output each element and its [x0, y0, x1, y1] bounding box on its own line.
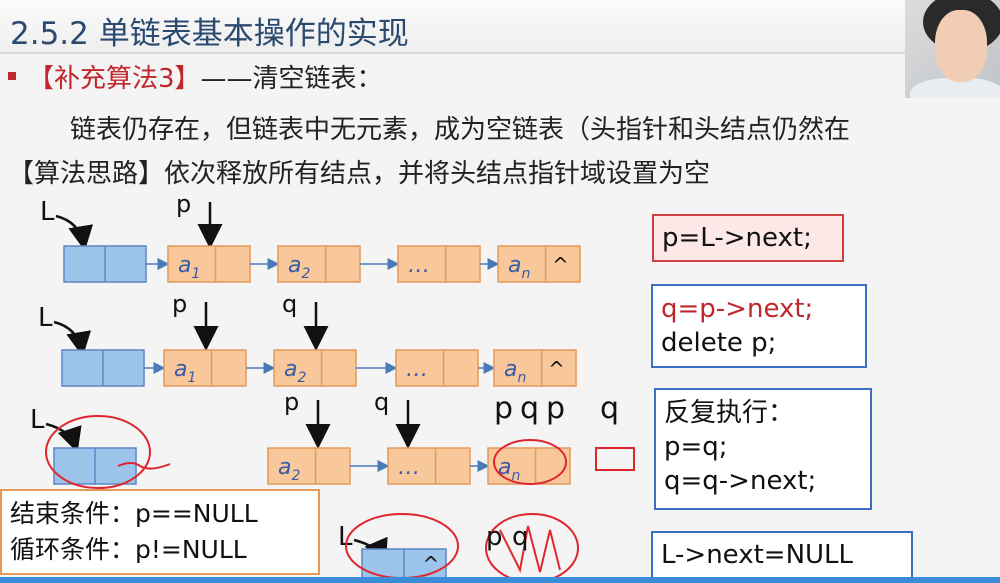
code-repeat-line1: p=q;	[664, 432, 728, 462]
data-node	[273, 349, 357, 387]
head-pointer-arrow-3	[45, 422, 82, 453]
data-node-label: …	[406, 357, 428, 382]
loop-condition-label: 循环条件：	[10, 535, 136, 564]
description-line: 链表仍存在，但链表中无元素，成为空链表（头指针和头结点仍然在	[70, 115, 851, 145]
head-pointer-label: L	[40, 197, 55, 227]
head-pointer-label: L	[38, 303, 53, 333]
null-mark: ^	[548, 357, 565, 381]
pointer-label: p	[176, 190, 191, 218]
data-node-subscript: 1	[191, 266, 200, 282]
data-node-subscript: 1	[187, 370, 196, 386]
code-delete-line1: q=p->next;	[661, 294, 814, 324]
code-box-final: L->next=NULL	[651, 531, 913, 579]
data-node	[497, 245, 581, 283]
end-condition: 结束条件：p==NULL	[10, 497, 258, 531]
data-node	[395, 349, 479, 387]
annotation-circle-head	[45, 415, 151, 489]
loop-condition-value: p!=NULL	[135, 535, 247, 564]
handwritten-pointer-label: q	[520, 391, 539, 426]
handwritten-pointer-label: q	[600, 391, 619, 426]
pointer-label: q	[374, 388, 389, 416]
end-condition-value: p==NULL	[135, 499, 258, 528]
null-mark: ^	[552, 253, 569, 277]
data-node	[167, 245, 251, 283]
annotation-box	[595, 447, 635, 471]
data-node-subscript: 2	[291, 468, 300, 484]
heading-line: 【补充算法3】——清空链表：	[28, 58, 383, 95]
head-null-mark: ^	[422, 552, 439, 576]
webcam-presenter-image	[905, 0, 1000, 98]
bullet-square-icon	[8, 72, 16, 80]
webcam-shoulder	[910, 78, 1000, 98]
heading-bracket-label: 【补充算法3】	[28, 64, 201, 94]
pointer-label: p	[284, 388, 299, 416]
data-node	[163, 349, 247, 387]
data-node	[493, 349, 577, 387]
data-node-subscript: n	[521, 266, 530, 282]
code-box-init: p=L->next;	[652, 214, 844, 262]
code-init-line: p=L->next;	[662, 223, 812, 253]
heading-dash-title: ——清空链表：	[200, 64, 383, 94]
handwritten-pointer-label: p	[494, 391, 513, 426]
handwritten-q-label: q	[512, 522, 529, 552]
data-node-label: …	[398, 455, 420, 480]
annotation-scribble	[499, 525, 561, 574]
loop-condition: 循环条件：p!=NULL	[10, 533, 247, 567]
head-pointer-label-3: L	[30, 405, 45, 435]
annotation-circle-an	[493, 439, 567, 485]
page-title: 2.5.2 单链表基本操作的实现	[10, 16, 409, 52]
idea-line: 【算法思路】依次释放所有结点，并将头结点指针域设置为空	[8, 159, 711, 189]
code-box-repeat: 反复执行： p=q; q=q->next;	[654, 388, 872, 510]
slide-bottom-bar	[0, 577, 1000, 583]
annotation-squiggle	[117, 462, 171, 470]
data-node	[267, 447, 351, 485]
data-node-subscript: 2	[297, 370, 306, 386]
code-repeat-line2: q=q->next;	[664, 466, 817, 496]
data-node	[277, 245, 361, 283]
code-delete-line2: delete p;	[661, 328, 777, 358]
handwritten-p-label: p	[486, 522, 503, 552]
webcam-face	[935, 10, 987, 82]
data-node-subscript: n	[511, 468, 520, 484]
data-node-subscript: n	[517, 370, 526, 386]
title-bar: 2.5.2 单链表基本操作的实现	[0, 0, 1000, 54]
code-final-line: L->next=NULL	[661, 540, 854, 570]
data-node-label: …	[408, 253, 430, 278]
pointer-label: p	[172, 290, 187, 318]
head-pointer-arrow	[55, 214, 94, 251]
data-node-subscript: 2	[301, 266, 310, 282]
code-repeat-title: 反复执行：	[664, 398, 795, 428]
pointer-label: q	[282, 290, 297, 318]
end-condition-label: 结束条件：	[10, 499, 136, 528]
code-box-delete: q=p->next; delete p;	[651, 284, 867, 368]
handwritten-pointer-label: p	[546, 391, 565, 426]
conditions-box: 结束条件：p==NULL 循环条件：p!=NULL	[0, 489, 320, 575]
head-pointer-arrow	[53, 320, 92, 357]
head-pointer-label-4: L	[338, 522, 353, 552]
